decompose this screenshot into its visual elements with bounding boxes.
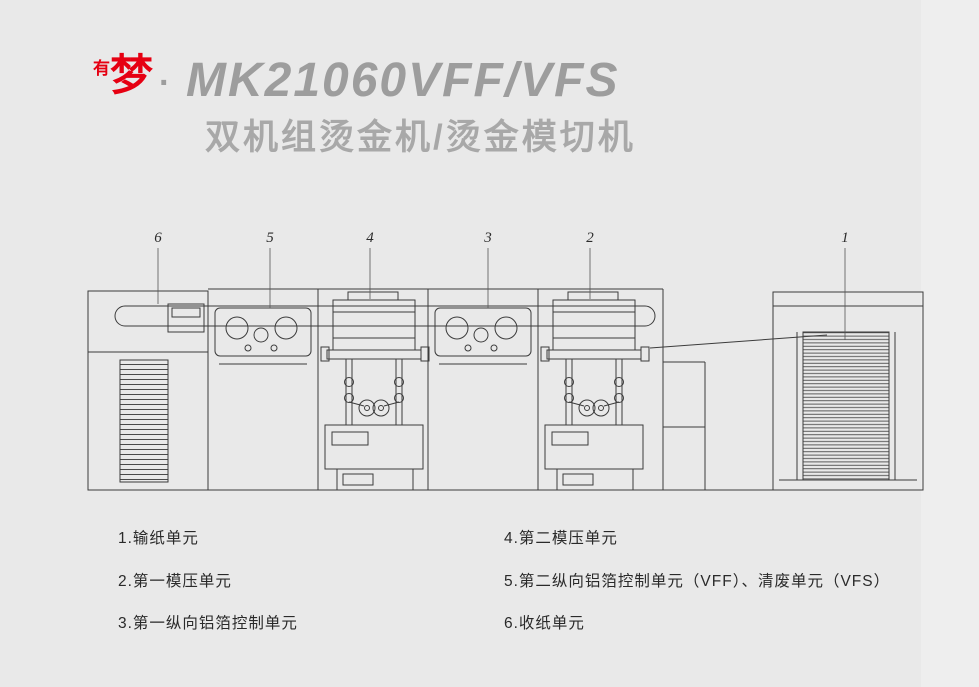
foil-control-unit-first [434,307,532,365]
central-frame [208,288,706,490]
logo-separator: · [159,64,171,102]
logo-prefix: 有 [93,59,110,78]
press-unit-first [540,291,650,491]
callouts: 6 5 4 3 2 1 [154,230,849,340]
legend-column-right: 4.第二模压单元 5.第二纵向铝箔控制单元（VFF）、清废单元（VFS） 6.收… [504,531,890,659]
machine-diagram: 6 5 4 3 2 1 [85,212,935,497]
callout-number-3: 3 [483,230,492,246]
legend-item-3: 3.第一纵向铝箔控制单元 [118,615,298,632]
callout-number-6: 6 [154,230,162,246]
logo-mark: 梦 [110,52,153,100]
legend-item-1: 1.输纸单元 [118,530,199,547]
machine-line-drawing: 6 5 4 3 2 1 [87,230,924,491]
legend-item-5: 5.第二纵向铝箔控制单元（VFF）、清废单元（VFS） [504,572,891,590]
callout-number-2: 2 [586,230,594,246]
feeder-unit [772,291,924,491]
machine-frame [87,288,924,491]
press-unit-second [320,291,430,491]
foil-control-unit-second [214,307,312,365]
delivery-unit [87,290,209,491]
machine-subtitle: 双机组烫金机/烫金模切机 [205,118,636,157]
callout-leader-lines [157,248,846,340]
legend-column-left: 1.输纸单元 2.第一模压单元 3.第一纵向铝箔控制单元 [118,531,298,659]
page-edge-strip [921,0,979,687]
legend-item-6: 6.收纸单元 [504,615,585,632]
callout-number-5: 5 [266,230,274,246]
model-title: MK21060VFF/VFS [186,54,620,107]
sheet-web-path [114,305,828,349]
legend-item-2: 2.第一模压单元 [118,572,232,590]
callout-number-4: 4 [366,230,374,246]
legend-item-4: 4.第二模压单元 [504,530,618,547]
brand-header: 有 梦 · MK21060VFF/VFS 双机组烫金机/烫金模切机 [0,0,979,200]
callout-number-1: 1 [841,230,849,246]
